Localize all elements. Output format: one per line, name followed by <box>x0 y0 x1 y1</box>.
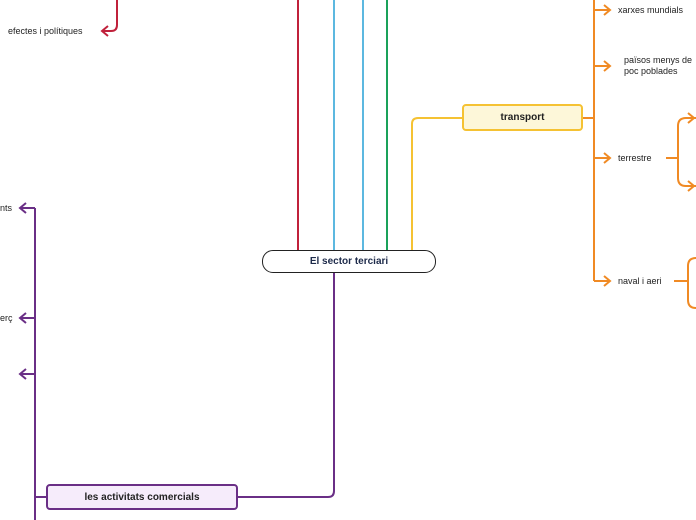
terrestre-bottom-arrow <box>687 180 696 192</box>
purple-arrow-c2 <box>18 312 27 324</box>
terrestre-top-arrow <box>687 112 696 124</box>
orange-arrow-naval <box>603 275 612 287</box>
subtopic-efectes-label: efectes i polítiques <box>8 26 83 36</box>
central-topic[interactable]: El sector terciari <box>262 250 436 273</box>
orange-arrow-terrestre <box>603 152 612 164</box>
subtopic-terrestre-label: terrestre <box>618 153 652 163</box>
subtopic-naval-label: naval i aeri <box>618 276 662 286</box>
purple-connector <box>238 273 335 498</box>
purple-arrow-c1 <box>18 202 27 214</box>
subtopic-efectes[interactable]: efectes i polítiques <box>8 26 83 37</box>
subtopic-xarxes-label: xarxes mundials <box>618 5 684 15</box>
yellow-connector <box>411 117 462 250</box>
central-topic-label: El sector terciari <box>309 256 389 267</box>
transport-topic-label: transport <box>500 112 545 123</box>
subtopic-purple-1[interactable]: nts <box>0 203 12 214</box>
naval-bracket <box>687 257 696 309</box>
subtopic-xarxes[interactable]: xarxes mundials <box>618 5 683 16</box>
orange-arrow-xarxes <box>603 4 612 16</box>
comercials-topic[interactable]: les activitats comercials <box>46 484 238 510</box>
subtopic-paisos-line1: països menys de <box>624 55 693 65</box>
subtopic-naval[interactable]: naval i aeri <box>618 276 662 287</box>
terrestre-bracket <box>677 117 687 187</box>
orange-arrow-paisos <box>603 60 612 72</box>
purple-arrow-c3 <box>18 368 27 380</box>
red-connector <box>102 0 118 32</box>
comercials-topic-label: les activitats comercials <box>84 491 200 503</box>
subtopic-paisos-line2: poc poblades <box>624 66 678 76</box>
subtopic-paisos[interactable]: països menys de poc poblades <box>624 55 692 77</box>
subtopic-terrestre[interactable]: terrestre <box>618 153 652 164</box>
subtopic-purple-2[interactable]: erç <box>0 313 13 324</box>
transport-topic[interactable]: transport <box>462 104 583 131</box>
red-arrowhead <box>100 25 109 37</box>
subtopic-purple-2-label: erç <box>0 313 13 323</box>
subtopic-purple-1-label: nts <box>0 203 13 213</box>
